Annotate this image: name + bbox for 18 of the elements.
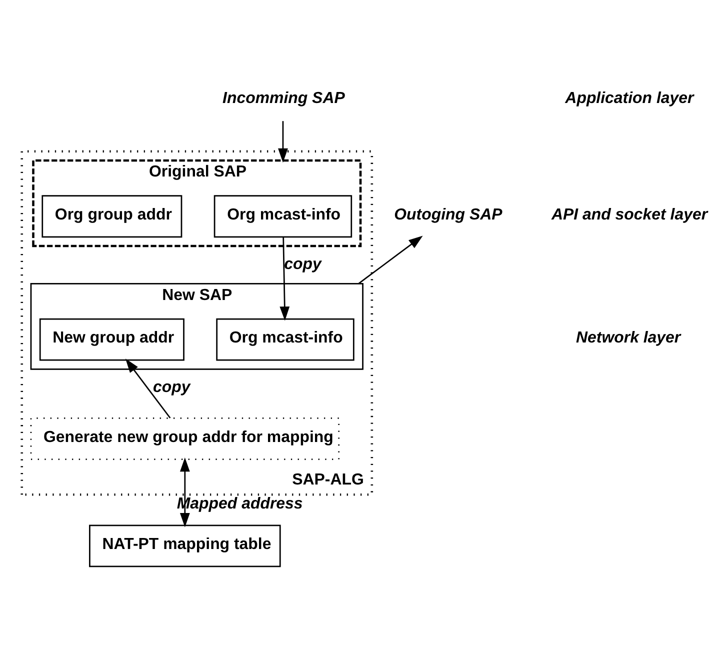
- edge-label: copy: [284, 256, 322, 274]
- node-box: Generate new group addr for mapping: [30, 418, 340, 460]
- node-box: New group addr: [39, 318, 184, 361]
- arrow: [358, 236, 423, 284]
- arrow: [280, 236, 290, 321]
- node-text: Outoging SAP: [394, 206, 502, 224]
- label: API and socket layer: [551, 206, 708, 224]
- arrow: [278, 121, 288, 163]
- label: Network layer: [576, 330, 681, 347]
- node-box: Org group addr: [42, 195, 182, 238]
- node-box: NAT-PT mapping table: [89, 524, 281, 568]
- node-box: Org mcast-info: [214, 195, 352, 238]
- arrow: [125, 358, 171, 418]
- arrow: [180, 458, 190, 528]
- edge-label: copy: [152, 379, 190, 396]
- node-text: Incomming SAP: [222, 90, 345, 108]
- node-box: Org mcast-info: [216, 318, 354, 361]
- label: Application layer: [565, 90, 694, 108]
